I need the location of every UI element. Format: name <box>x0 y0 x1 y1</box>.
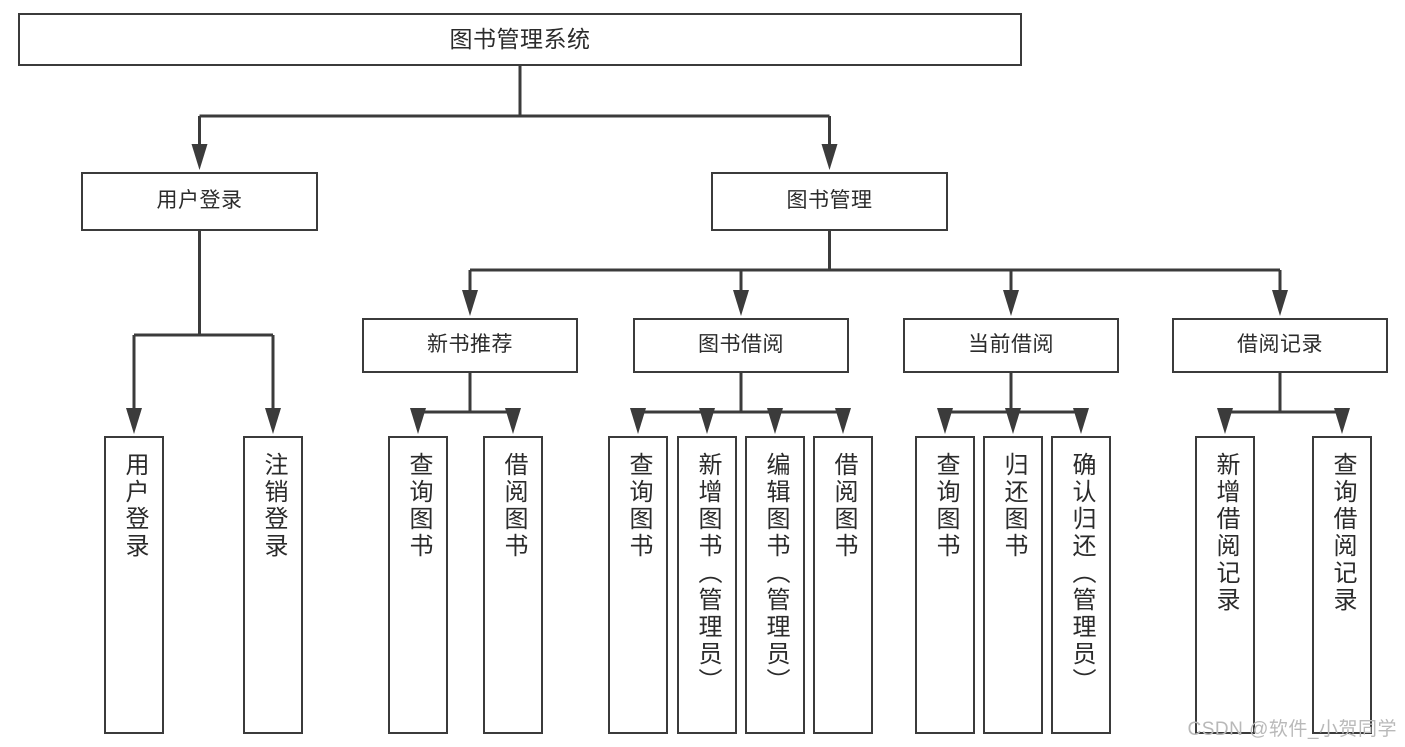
node-root: 图书管理系统 <box>18 13 1022 66</box>
node-leaf-logout: 注销登录 <box>243 436 303 734</box>
node-label-leaf-cur-confirm: 确认归还（管理员） <box>1068 452 1095 695</box>
node-label-leaf-rec-add: 新增借阅记录 <box>1212 452 1239 614</box>
node-label-leaf-rec-query: 查询图书 <box>405 452 432 560</box>
node-label-new-book-rec: 新书推荐 <box>427 333 513 357</box>
node-current-borrow: 当前借阅 <box>903 318 1119 373</box>
node-leaf-cur-return: 归还图书 <box>983 436 1043 734</box>
node-label-leaf-user-login: 用户登录 <box>121 452 148 560</box>
node-label-leaf-rec-borrow: 借阅图书 <box>500 452 527 560</box>
node-borrow-record: 借阅记录 <box>1172 318 1388 373</box>
node-leaf-user-login: 用户登录 <box>104 436 164 734</box>
node-leaf-cur-confirm: 确认归还（管理员） <box>1051 436 1111 734</box>
node-label-leaf-logout: 注销登录 <box>260 452 287 560</box>
node-leaf-borrow-lend: 借阅图书 <box>813 436 873 734</box>
watermark-text: CSDN @软件_小贺同学 <box>1187 719 1397 740</box>
node-leaf-rec-borrow: 借阅图书 <box>483 436 543 734</box>
node-leaf-borrow-query: 查询图书 <box>608 436 668 734</box>
node-book-manage: 图书管理 <box>711 172 948 231</box>
node-user-login: 用户登录 <box>81 172 318 231</box>
node-leaf-rec-query2: 查询借阅记录 <box>1312 436 1372 734</box>
node-label-leaf-borrow-edit: 编辑图书（管理员） <box>762 452 789 695</box>
node-label-book-manage: 图书管理 <box>786 189 873 213</box>
node-leaf-rec-query: 查询图书 <box>388 436 448 734</box>
node-label-leaf-borrow-add: 新增图书（管理员） <box>694 452 721 695</box>
node-label-book-borrow: 图书借阅 <box>698 333 784 357</box>
node-leaf-borrow-edit: 编辑图书（管理员） <box>745 436 805 734</box>
node-leaf-rec-add: 新增借阅记录 <box>1195 436 1255 734</box>
node-label-leaf-cur-return: 归还图书 <box>1000 452 1027 560</box>
node-label-leaf-borrow-query: 查询图书 <box>625 452 652 560</box>
node-label-leaf-cur-query: 查询图书 <box>932 452 959 560</box>
node-leaf-borrow-add: 新增图书（管理员） <box>677 436 737 734</box>
node-book-borrow: 图书借阅 <box>633 318 849 373</box>
node-label-borrow-record: 借阅记录 <box>1237 333 1323 357</box>
node-label-root: 图书管理系统 <box>449 25 591 52</box>
node-label-leaf-rec-query2: 查询借阅记录 <box>1329 452 1356 614</box>
node-label-leaf-borrow-lend: 借阅图书 <box>830 452 857 560</box>
node-new-book-rec: 新书推荐 <box>362 318 578 373</box>
node-leaf-cur-query: 查询图书 <box>915 436 975 734</box>
node-label-user-login: 用户登录 <box>156 189 243 213</box>
node-label-current-borrow: 当前借阅 <box>968 333 1054 357</box>
